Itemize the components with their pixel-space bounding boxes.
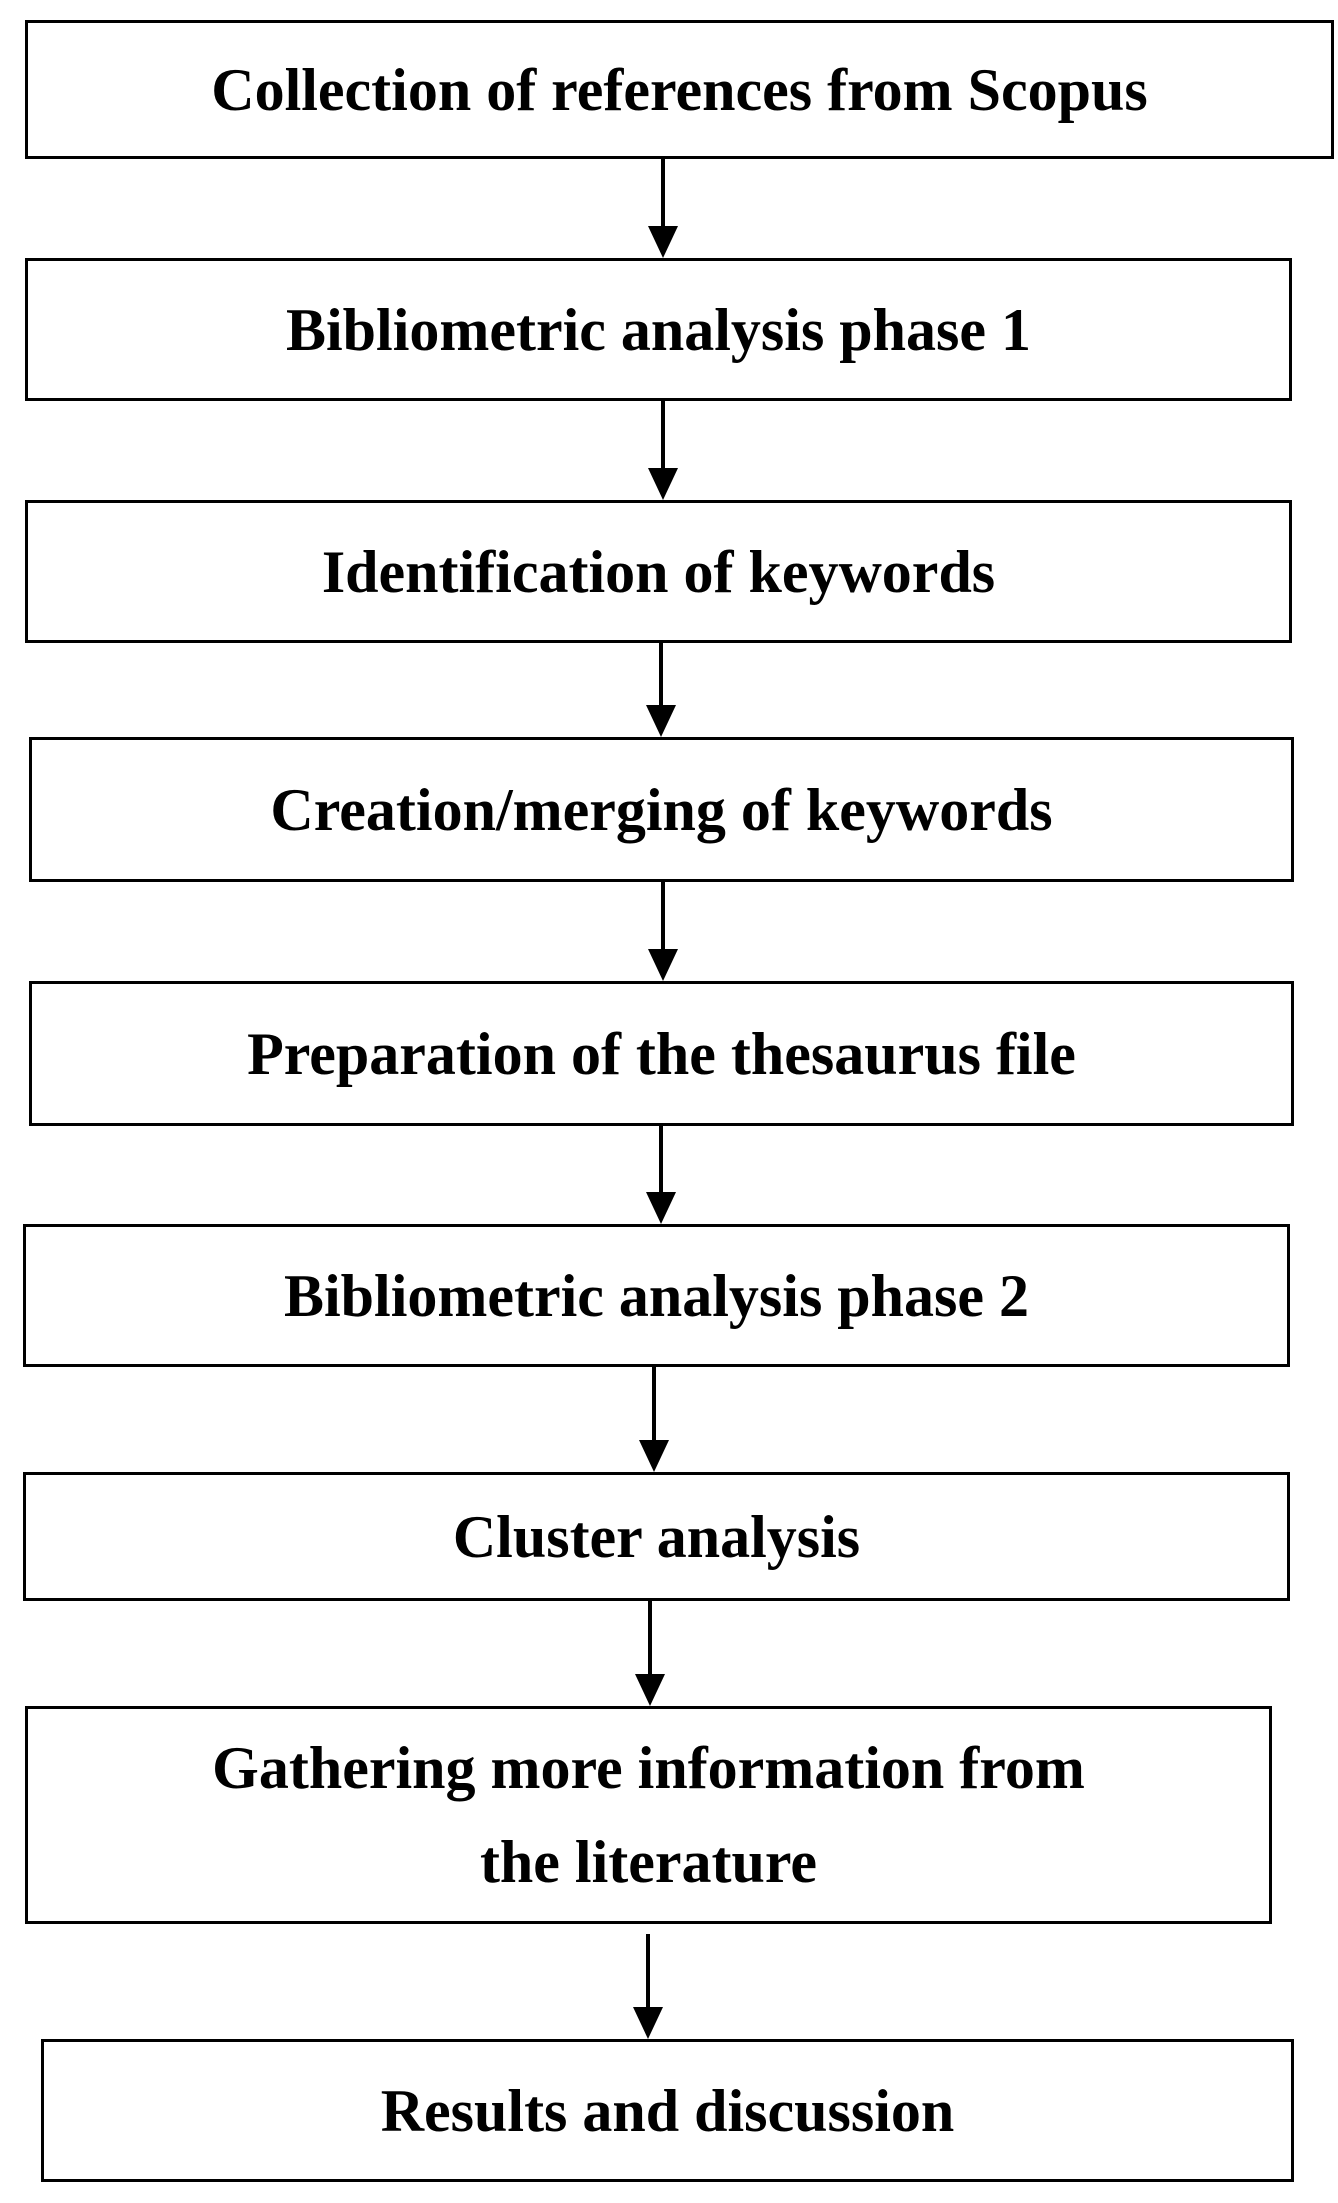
step-label: Bibliometric analysis phase 1: [285, 296, 1032, 363]
step-label: Creation/merging of keywords: [270, 776, 1053, 843]
arrow-4-to-5: [648, 882, 678, 981]
step-label: Collection of references from Scopus: [211, 56, 1148, 123]
arrow-8-to-9: [633, 1934, 663, 2039]
arrow-7-to-8: [635, 1601, 665, 1706]
step-label: Cluster analysis: [452, 1503, 861, 1570]
arrow-6-to-7: [639, 1367, 669, 1472]
step-collection-of-references: Collection of references from Scopus: [25, 20, 1334, 159]
arrow-2-to-3: [648, 401, 678, 500]
step-label: Preparation of the thesaurus file: [247, 1020, 1076, 1087]
step-creation-merging-of-keywords: Creation/merging of keywords: [29, 737, 1294, 882]
arrow-5-to-6: [646, 1126, 676, 1224]
step-label: Bibliometric analysis phase 2: [283, 1262, 1030, 1329]
step-preparation-of-thesaurus-file: Preparation of the thesaurus file: [29, 981, 1294, 1126]
step-results-and-discussion: Results and discussion: [41, 2039, 1294, 2182]
step-cluster-analysis: Cluster analysis: [23, 1472, 1290, 1601]
step-label: Gathering more information from the lite…: [212, 1735, 1085, 1895]
arrow-1-to-2: [648, 159, 678, 258]
step-bibliometric-analysis-phase-1: Bibliometric analysis phase 1: [25, 258, 1292, 401]
step-label: Results and discussion: [380, 2077, 955, 2144]
step-bibliometric-analysis-phase-2: Bibliometric analysis phase 2: [23, 1224, 1290, 1367]
step-gathering-more-information: Gathering more information from the lite…: [25, 1706, 1272, 1924]
step-identification-of-keywords: Identification of keywords: [25, 500, 1292, 643]
step-label: Identification of keywords: [321, 538, 996, 605]
arrow-3-to-4: [646, 643, 676, 737]
